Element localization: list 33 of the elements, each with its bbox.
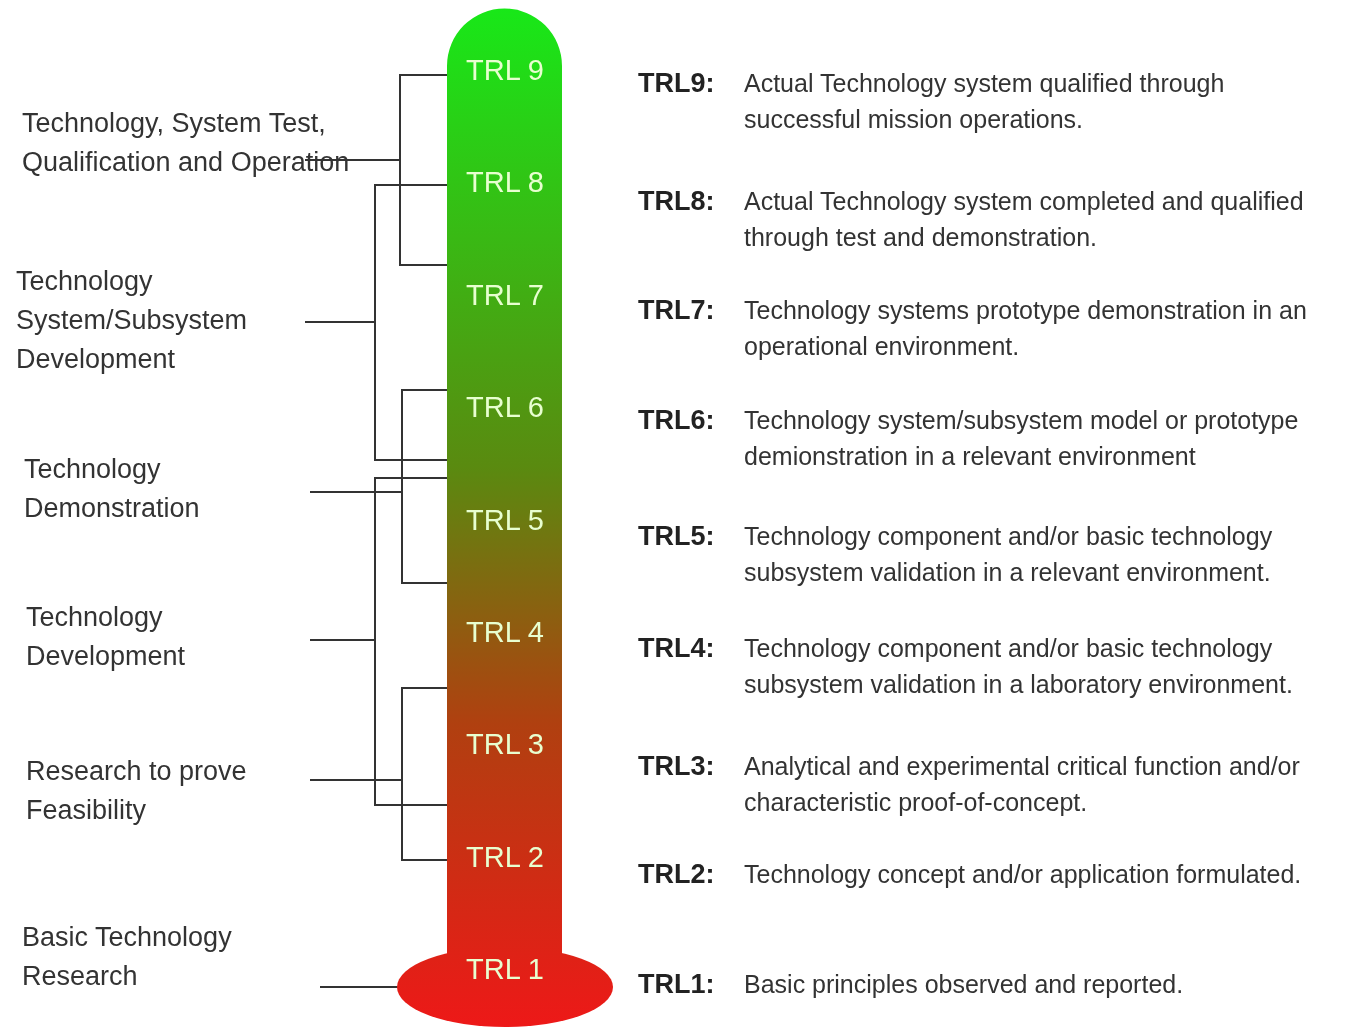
level-label: TRL 5 bbox=[465, 502, 545, 537]
level-code: TRL9: bbox=[638, 67, 715, 100]
level-code: TRL8: bbox=[638, 185, 715, 218]
level-label: TRL 7 bbox=[465, 277, 545, 312]
level-label: TRL 6 bbox=[465, 390, 545, 425]
level-description: Technology component and/or basic technology subsystem validation in a laboratory environment. bbox=[744, 633, 1294, 700]
level-label: TRL 9 bbox=[465, 53, 545, 87]
level-label: TRL 4 bbox=[465, 615, 545, 649]
phase-label: Technology System/Subsystem Development bbox=[16, 265, 249, 376]
level-code: TRL7: bbox=[638, 294, 715, 327]
phase-label: Technology Development bbox=[26, 601, 187, 673]
level-description: Technology component and/or basic technology subsystem validation in a relevant environment. bbox=[744, 521, 1274, 588]
level-code: TRL5: bbox=[638, 520, 715, 553]
level-label: TRL 1 bbox=[465, 952, 545, 987]
level-code: TRL4: bbox=[638, 632, 715, 665]
phase-label: Research to prove Feasibility bbox=[26, 755, 248, 827]
level-code: TRL2: bbox=[638, 858, 715, 891]
level-description: Technology system/subsystem model or prototype demionstration in a relevant environment bbox=[744, 405, 1300, 472]
level-description: Actual Technology system completed and qualified through test and demonstration. bbox=[744, 186, 1305, 253]
level-description: Actual Technology system qualified through successful mission operations. bbox=[744, 68, 1226, 135]
level-description: Technology systems prototype demonstration in an operational environment. bbox=[744, 295, 1308, 362]
phase-label: Technology Demonstration bbox=[24, 453, 201, 525]
level-label: TRL 2 bbox=[465, 839, 545, 874]
level-code: TRL1: bbox=[638, 968, 715, 1001]
level-description: Analytical and experimental critical function and/or characteristic proof-of-concept. bbox=[744, 751, 1301, 818]
level-description: Basic principles observed and reported. bbox=[744, 969, 1185, 1000]
level-code: TRL6: bbox=[638, 404, 715, 437]
level-label: TRL 3 bbox=[465, 727, 545, 762]
level-description: Technology concept and/or application formulated. bbox=[744, 859, 1303, 890]
phase-label: Technology, System Test, Qualification and Operation bbox=[22, 107, 351, 179]
phase-label: Basic Technology Research bbox=[22, 921, 233, 993]
level-label: TRL 8 bbox=[465, 165, 545, 200]
level-code: TRL3: bbox=[638, 750, 715, 783]
